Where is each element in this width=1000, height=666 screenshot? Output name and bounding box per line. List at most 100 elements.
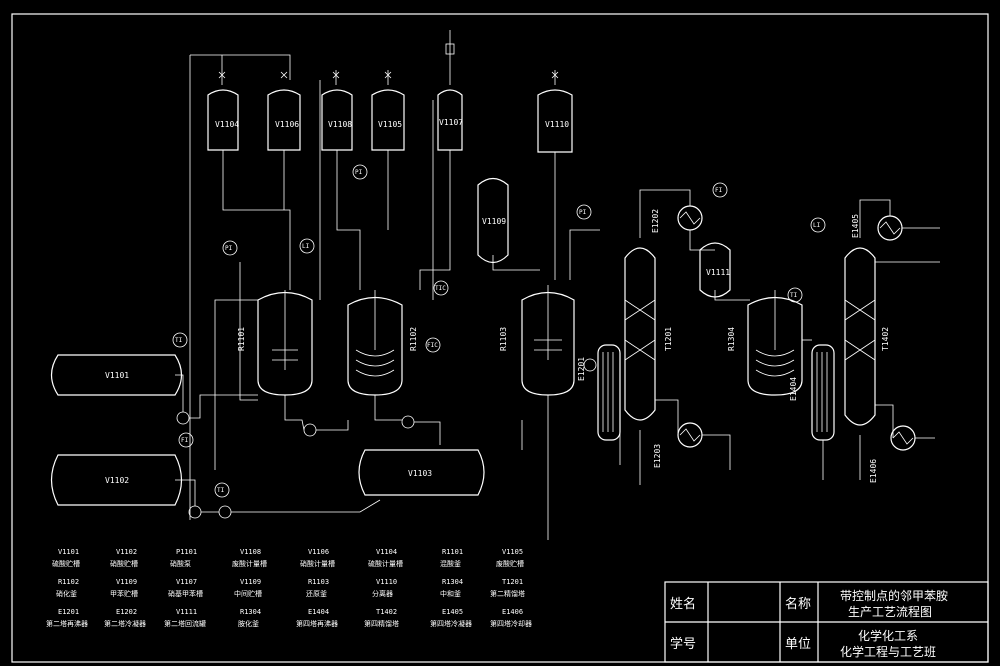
column-T1402: T1402 (844, 247, 890, 426)
label-V1102: V1102 (105, 476, 129, 485)
equipment-legend: V1101 硫酸贮槽 V1102 硝酸贮槽 P1101 硝酸泵 V1108 废酸… (46, 548, 532, 628)
legend-desc: 硝酸贮槽 (110, 559, 138, 568)
label-V1106: V1106 (275, 120, 299, 129)
legend-tag: V1109 (116, 578, 137, 586)
unit-line2: 化学工程与工艺班 (840, 644, 936, 659)
legend-desc: 第四塔冷却器 (490, 619, 532, 628)
label-E1201: E1201 (577, 357, 586, 381)
svg-text:FIC: FIC (427, 342, 438, 349)
legend-tag: V1106 (308, 548, 329, 556)
legend-tag: V1102 (116, 548, 137, 556)
drawing-frame (11, 13, 989, 663)
vessel-V1107: V1107 (437, 89, 463, 151)
label-V1111: V1111 (706, 268, 730, 277)
legend-tag: R1304 (442, 578, 463, 586)
label-E1406: E1406 (869, 459, 878, 483)
legend-tag: E1405 (442, 608, 463, 616)
legend-tag: V1107 (176, 578, 197, 586)
legend-tag: V1108 (240, 548, 261, 556)
drawing-title-line2: 生产工艺流程图 (848, 604, 932, 619)
legend-tag: E1202 (116, 608, 137, 616)
legend-desc: 第二塔再沸器 (46, 619, 88, 628)
legend-tag: T1402 (376, 608, 397, 616)
instrument-bubbles: TI FI PI LI TIC FIC PI TI FI LI TI PI (172, 164, 826, 498)
reactor-R1103: R1103 (499, 285, 575, 396)
svg-text:TI: TI (217, 487, 225, 494)
legend-desc: 第四精馏塔 (364, 619, 399, 628)
label-V1108: V1108 (328, 120, 352, 129)
svg-text:LI: LI (302, 243, 310, 250)
label-V1103: V1103 (408, 469, 432, 478)
legend-tag: E1201 (58, 608, 79, 616)
legend-desc: 第四塔再沸器 (296, 619, 338, 628)
svg-text:FI: FI (715, 187, 723, 194)
legend-tag: R1101 (442, 548, 463, 556)
reactor-R1102: R1102 (347, 290, 418, 396)
cooler-E1406: E1406 (869, 425, 916, 483)
valve-group-top (218, 43, 559, 79)
unit-line1: 化学化工系 (858, 628, 918, 643)
student-id-label: 学号 (670, 636, 696, 652)
legend-tag: V1110 (376, 578, 397, 586)
reboiler-E1404: E1404 (789, 344, 835, 441)
legend-tag: T1201 (502, 578, 523, 586)
label-R1304: R1304 (727, 327, 736, 351)
svg-text:FI: FI (181, 437, 189, 444)
unit-label: 单位 (785, 637, 811, 652)
name-label: 姓名 (670, 596, 696, 612)
legend-tag: V1104 (376, 548, 397, 556)
svg-text:TI: TI (790, 292, 798, 299)
legend-desc: 第二精馏塔 (490, 589, 525, 598)
tank-V1102: V1102 (50, 454, 183, 506)
legend-tag: E1404 (308, 608, 329, 616)
legend-desc: 第四塔冷凝器 (430, 619, 472, 628)
legend-tag: V1109 (240, 578, 261, 586)
legend-tag: R1102 (58, 578, 79, 586)
condenser-E1202: E1202 (651, 205, 703, 233)
svg-text:PI: PI (579, 209, 587, 216)
label-R1101: R1101 (237, 327, 246, 351)
label-R1103: R1103 (499, 327, 508, 351)
vessel-V1105: V1105 (371, 89, 405, 151)
label-E1203: E1203 (653, 444, 662, 468)
drum-V1111: V1111 (699, 242, 731, 298)
vessel-V1109: V1109 (477, 177, 509, 264)
tank-V1101: V1101 (50, 354, 183, 396)
legend-desc: 中和釜 (440, 589, 461, 598)
label-E1404: E1404 (789, 377, 798, 401)
reactor-R1101: R1101 (237, 290, 313, 396)
legend-desc: 废酸贮槽 (496, 559, 524, 568)
label-V1107: V1107 (439, 118, 463, 127)
svg-text:TI: TI (175, 337, 183, 344)
legend-tag: R1304 (240, 608, 261, 616)
legend-tag: R1103 (308, 578, 329, 586)
vessel-V1108: V1108 (321, 89, 353, 151)
svg-text:TIC: TIC (435, 285, 446, 292)
legend-desc: 硝酸泵 (170, 559, 191, 568)
legend-desc: 硝基甲苯槽 (168, 589, 203, 598)
tank-V1103: V1103 (358, 449, 485, 496)
legend-tag: V1105 (502, 548, 523, 556)
drawing-title-line1: 带控制点的邻甲苯胺 (840, 588, 948, 603)
legend-desc: 混酸釜 (440, 559, 461, 568)
cooler-E1203: E1203 (653, 422, 703, 468)
legend-tag: V1101 (58, 548, 79, 556)
title-label: 名称 (785, 596, 811, 612)
legend-desc: 分离器 (372, 589, 393, 598)
label-R1102: R1102 (409, 327, 418, 351)
title-block: 姓名 名称 带控制点的邻甲苯胺 生产工艺流程图 学号 单位 化学化工系 化学工程… (664, 581, 989, 663)
label-T1402: T1402 (881, 327, 890, 351)
legend-tag: E1406 (502, 608, 523, 616)
vessel-V1104: V1104 (207, 89, 239, 151)
legend-desc: 中间贮槽 (234, 589, 262, 598)
legend-desc: 硝化釜 (56, 589, 77, 598)
legend-desc: 硝酸计量槽 (300, 559, 335, 568)
legend-tag: P1101 (176, 548, 197, 556)
column-T1201: T1201 (624, 247, 673, 421)
reactor-R1304: R1304 (727, 290, 803, 396)
svg-text:LI: LI (813, 222, 821, 229)
label-V1109: V1109 (482, 217, 506, 226)
legend-desc: 甲苯贮槽 (110, 589, 138, 598)
legend-desc: 硫酸贮槽 (52, 559, 80, 568)
